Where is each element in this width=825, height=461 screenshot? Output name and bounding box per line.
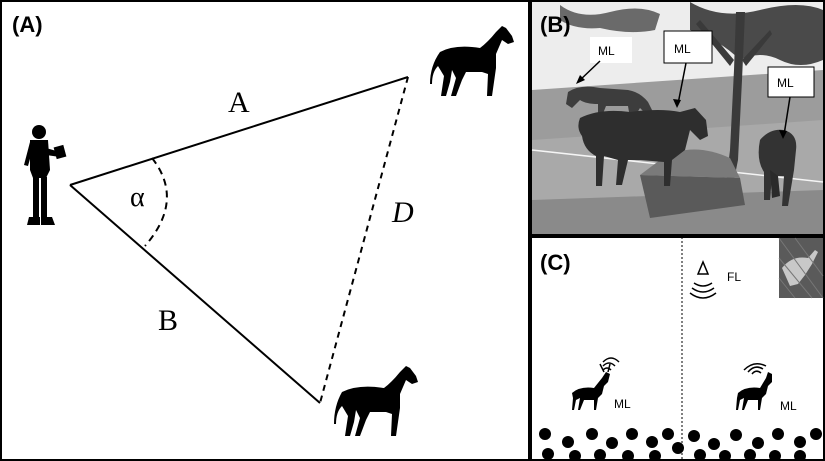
side-d-dashed-line xyxy=(319,76,409,404)
antenna-icon xyxy=(689,260,717,299)
panel-b-label: (B) xyxy=(540,12,571,37)
side-b-label: B xyxy=(158,304,178,337)
side-a-line xyxy=(69,76,409,186)
side-d-label: D xyxy=(391,196,414,229)
angle-alpha-label: α xyxy=(130,182,145,213)
ml-callout-right: ML xyxy=(767,66,815,139)
fl-label: FL xyxy=(727,270,741,284)
ml-callout-middle: ML xyxy=(663,30,713,108)
ground-dots xyxy=(539,428,822,461)
ml-label: ML xyxy=(777,76,794,90)
horse-icon xyxy=(334,366,418,436)
deer-icon xyxy=(736,372,772,410)
signal-waves-icon xyxy=(743,363,767,375)
panel-a-label: (A) xyxy=(12,12,43,37)
panel-a-frame xyxy=(0,0,530,461)
side-b-line xyxy=(69,184,321,404)
ml-label: ML xyxy=(598,44,615,58)
panel-c-frame xyxy=(530,236,825,461)
horse-icon xyxy=(430,26,514,96)
person-with-laptop-icon xyxy=(24,125,67,225)
panel-c-label: (C) xyxy=(540,250,571,275)
ml-callout-left: ML xyxy=(576,37,632,84)
ml-label: ML xyxy=(674,42,691,56)
angle-arc xyxy=(144,157,168,247)
panel-c: (C) FL ML xyxy=(530,236,825,461)
camera-inset-photo xyxy=(778,237,824,299)
signal-waves-icon xyxy=(602,357,620,371)
panel-b: ML ML ML (B) xyxy=(530,0,825,236)
ml-label-right: ML xyxy=(780,399,797,413)
side-a-label: A xyxy=(228,86,250,119)
ml-label-left: ML xyxy=(614,397,631,411)
panel-a: (A) A B D α xyxy=(0,0,530,461)
